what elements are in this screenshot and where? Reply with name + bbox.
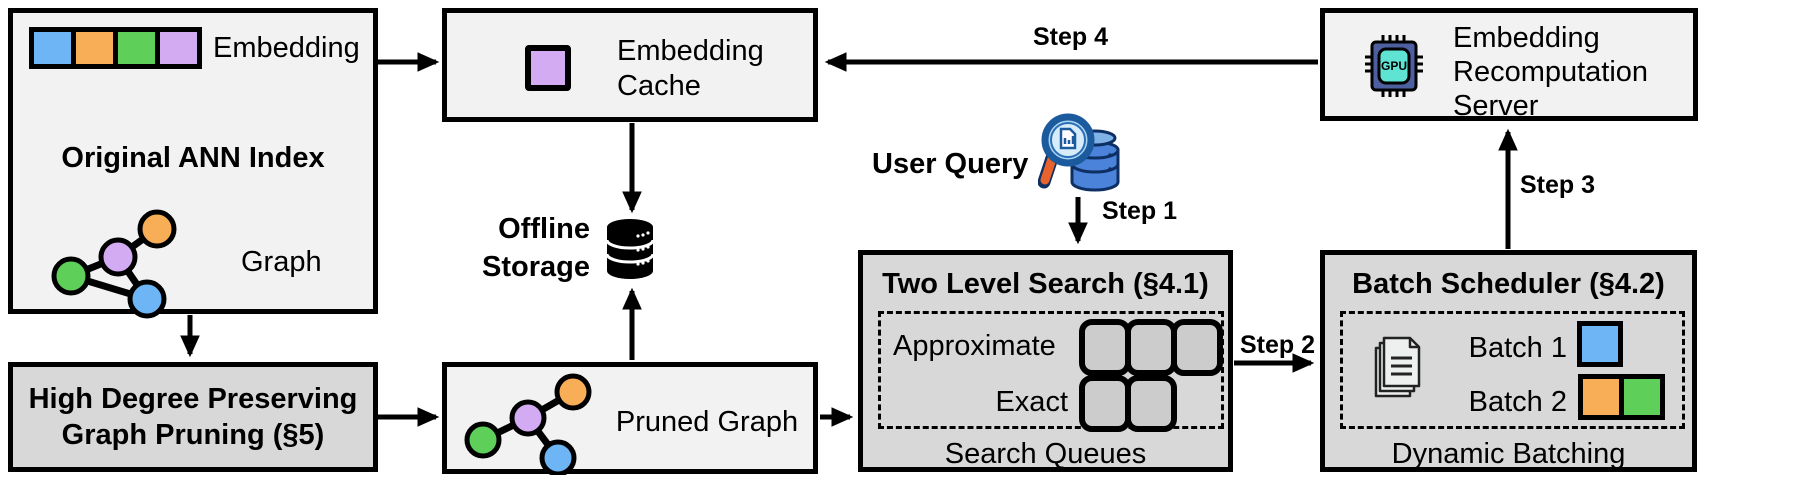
recomputation-server-label: Embedding Recomputation Server xyxy=(1453,22,1649,123)
embedding-cell-blue xyxy=(34,32,71,64)
embedding-cache-box: Embedding Cache xyxy=(442,8,818,122)
batch-block-green xyxy=(1619,374,1665,420)
graph-pruning-label: High Degree Preserving Graph Pruning (§5… xyxy=(28,382,358,451)
original-ann-index-box: Embedding Original ANN Index Graph xyxy=(8,8,378,319)
gpu-text: GPU xyxy=(1381,59,1407,73)
pruned-graph-icon xyxy=(464,373,592,475)
documents-icon xyxy=(1374,336,1421,398)
batch-scheduler-box: Batch Scheduler (§4.2) Batch 1 Batch 2 D… xyxy=(1320,250,1697,472)
embedding-label: Embedding xyxy=(213,32,360,64)
embedding-strip-icon xyxy=(29,27,202,69)
search-queues-panel xyxy=(878,311,1224,429)
batch1-label: Batch 1 xyxy=(1468,332,1567,364)
search-queues-label: Search Queues xyxy=(944,438,1147,470)
queue-slot-icon xyxy=(1079,319,1131,376)
gpu-chip-icon: GPU xyxy=(1365,35,1423,97)
two-level-search-title: Two Level Search (§4.1) xyxy=(882,268,1209,300)
cached-embedding-icon xyxy=(525,45,571,91)
batch1-blocks xyxy=(1577,321,1623,367)
step3-label: Step 3 xyxy=(1520,171,1596,199)
graph-icon xyxy=(51,209,177,319)
step1-label: Step 1 xyxy=(1102,197,1178,225)
pruned-graph-label: Pruned Graph xyxy=(615,406,799,438)
step4-label: Step 4 xyxy=(1033,23,1109,51)
batch-block-blue xyxy=(1577,321,1623,367)
exact-queue xyxy=(1079,375,1177,432)
queue-slot-icon xyxy=(1171,319,1223,376)
queue-slot-icon xyxy=(1125,319,1177,376)
batch2-blocks xyxy=(1578,374,1665,420)
batch2-label: Batch 2 xyxy=(1468,386,1567,418)
graph-label: Graph xyxy=(241,246,322,278)
database-icon xyxy=(605,219,655,279)
embedding-cache-label: Embedding Cache xyxy=(617,35,764,102)
query-magnifier-icon xyxy=(1038,113,1120,192)
pruned-graph-box: Pruned Graph xyxy=(442,362,818,475)
embedding-cell-purple xyxy=(160,32,197,64)
dynamic-batching-label: Dynamic Batching xyxy=(1391,438,1626,470)
exact-label: Exact xyxy=(995,386,1068,418)
batch-block-orange xyxy=(1578,374,1624,420)
batch-scheduler-title: Batch Scheduler (§4.2) xyxy=(1352,268,1665,300)
ann-index-title: Original ANN Index xyxy=(61,142,325,174)
recomputation-server-box: GPU Embedding Recomputation Server xyxy=(1320,8,1698,123)
embedding-cell-green xyxy=(118,32,155,64)
user-query-label: User Query xyxy=(872,148,1029,180)
queue-slot-icon xyxy=(1125,375,1177,432)
approximate-label: Approximate xyxy=(893,330,1056,362)
approximate-queue xyxy=(1079,319,1223,376)
step2-label: Step 2 xyxy=(1240,331,1316,359)
queue-slot-icon xyxy=(1079,375,1131,432)
embedding-cell-orange xyxy=(76,32,113,64)
graph-pruning-box: High Degree Preserving Graph Pruning (§5… xyxy=(8,362,378,472)
dynamic-batching-panel xyxy=(1340,311,1685,429)
two-level-search-box: Two Level Search (§4.1) Approximate Exac… xyxy=(858,250,1233,472)
offline-storage-label: Offline Storage xyxy=(482,213,590,283)
